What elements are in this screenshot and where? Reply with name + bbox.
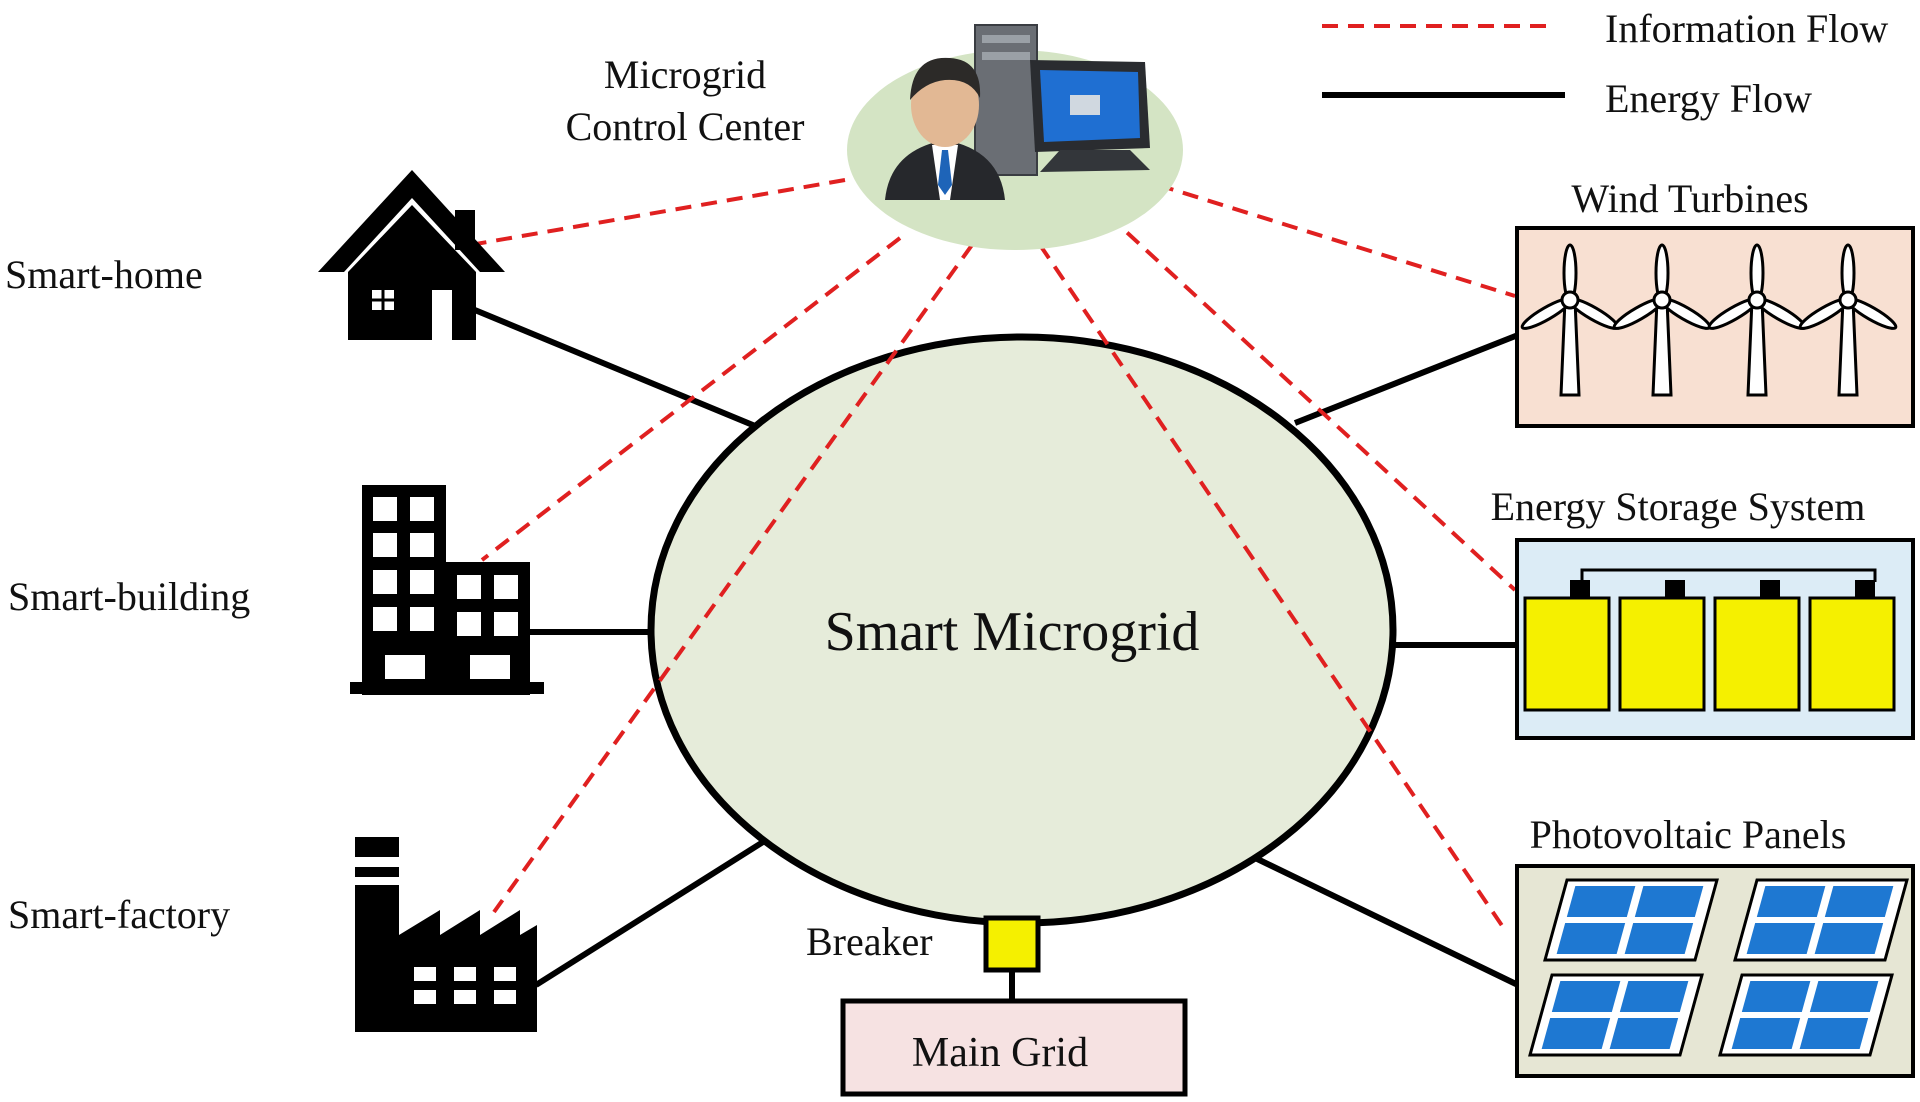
energy-storage-label: Energy Storage System [1491,484,1866,529]
smart-building: Smart-building [8,485,544,695]
information-flow-lines [469,178,1517,932]
wind-turbine-1 [1520,243,1620,397]
wind-turbine-icon [1520,243,1898,397]
energy-line-home [468,305,762,431]
legend-energy-label: Energy Flow [1605,76,1812,121]
wind-turbine-4 [1798,243,1898,397]
photovoltaic-label: Photovoltaic Panels [1530,812,1847,857]
info-line-storage [1106,213,1517,592]
operator-icon [885,57,1005,200]
solar-panel-1 [1543,878,1719,962]
monitor-icon [1030,60,1150,172]
battery-1 [1523,580,1611,712]
solar-panel-2 [1733,878,1909,962]
info-line-home [469,178,846,247]
factory-icon [355,837,537,1032]
energy-storage-system: Energy Storage System [1491,484,1915,740]
info-line-pv [1038,243,1507,932]
building-icon [350,485,544,695]
control-center-label-2: Control Center [566,104,805,149]
energy-line-pv [1216,837,1520,988]
breaker-symbol [983,915,1041,973]
legend: Information Flow Energy Flow [1322,6,1888,121]
info-line-factory [492,243,974,914]
smart-factory: Smart-factory [8,837,537,1032]
wind-turbines-label: Wind Turbines [1571,176,1808,221]
energy-line-wind [1293,332,1520,426]
smart-building-label: Smart-building [8,574,250,619]
server-icon [974,24,1038,176]
smart-factory-label: Smart-factory [8,892,230,937]
battery-4 [1808,580,1896,712]
control-center-label-1: Microgrid [604,52,766,97]
control-center: Microgrid Control Center [566,24,1183,250]
main-grid-label: Main Grid [912,1030,1088,1076]
battery-2 [1618,580,1706,712]
smart-home: Smart-home [5,170,505,340]
battery-3 [1713,580,1801,712]
legend-info-label: Information Flow [1605,6,1888,51]
breaker-label: Breaker [806,919,933,964]
smart-microgrid-title: Smart Microgrid [825,601,1200,663]
wind-turbines: Wind Turbines [1515,176,1915,428]
breaker: Breaker [806,915,1041,973]
energy-flow-lines [468,305,1520,1001]
energy-line-factory [534,822,792,988]
solar-panel-3 [1528,973,1704,1057]
main-grid: Main Grid [840,998,1188,1097]
photovoltaic-panels: Photovoltaic Panels [1515,812,1915,1078]
info-line-building [480,236,902,562]
main-grid-box [840,998,1188,1097]
battery-bank-icon [1523,568,1896,712]
solar-panel-4 [1718,973,1894,1057]
smart-home-label: Smart-home [5,252,203,297]
solar-panel-icon [1528,878,1909,1057]
info-line-wind [1157,183,1516,298]
house-icon [318,170,505,340]
